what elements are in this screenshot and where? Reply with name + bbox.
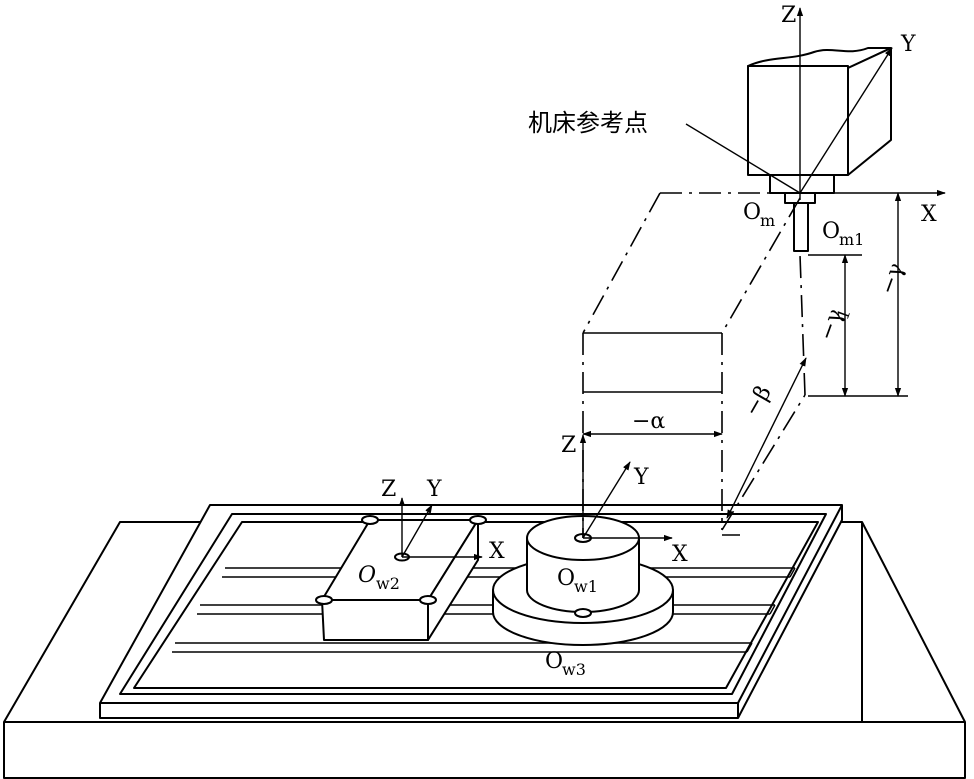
w1-axes: [579, 434, 673, 542]
svg-text:O: O: [743, 200, 761, 225]
svg-text:O: O: [358, 563, 376, 588]
gamma-label: −γ: [875, 260, 909, 298]
machine-y-label: Y: [900, 32, 916, 57]
origin-w3-label: O w3: [545, 649, 586, 679]
origin-w1-label: O w1: [557, 566, 598, 596]
alpha-label: −α: [632, 409, 665, 434]
reference-point-label: 机床参考点: [528, 109, 648, 137]
w2-y-label: Y: [426, 477, 442, 502]
spindle-head: [747, 47, 892, 252]
svg-text:O: O: [557, 566, 575, 591]
workpiece-plate: [315, 515, 487, 641]
w2-z-label: Z: [381, 477, 396, 502]
svg-text:w2: w2: [376, 574, 400, 593]
w2-axes: [398, 497, 483, 561]
dimension-lines: [582, 192, 902, 519]
origin-w2-label: O w2: [358, 563, 400, 593]
machine-axes: [685, 7, 946, 397]
svg-text:O: O: [545, 649, 563, 674]
svg-text:O: O: [822, 219, 840, 244]
w1-y-label: Y: [633, 465, 649, 490]
svg-text:w1: w1: [574, 577, 598, 596]
machine-x-label: X: [921, 202, 937, 227]
svg-text:w3: w3: [562, 660, 586, 679]
w1-x-label: X: [672, 542, 688, 567]
beta-label: −β: [740, 382, 777, 421]
svg-text:m: m: [760, 211, 775, 230]
gamma1-label: −γ 1: [814, 306, 854, 344]
origin-m1-label: O m1: [822, 219, 864, 249]
w1-z-label: Z: [561, 433, 576, 458]
machine-z-label: Z: [781, 3, 796, 28]
w2-x-label: X: [489, 539, 505, 564]
origin-m-label: O m: [743, 200, 775, 230]
svg-text:m1: m1: [839, 230, 864, 249]
offset-box: [582, 192, 806, 538]
workpiece-cylinder: [492, 515, 674, 646]
